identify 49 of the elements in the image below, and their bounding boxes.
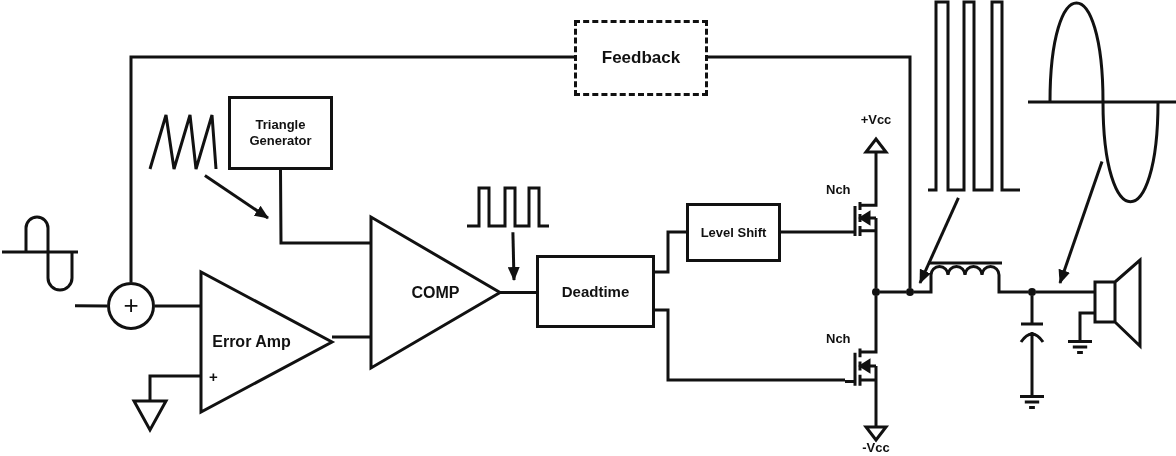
wire xyxy=(781,230,845,234)
ground-symbol xyxy=(1068,340,1092,354)
wire xyxy=(129,55,574,282)
deadtime-box: Deadtime xyxy=(536,255,655,328)
mosfet-symbol xyxy=(845,344,880,388)
capacitor-symbol xyxy=(1020,320,1044,342)
wire xyxy=(655,308,845,382)
feedback-block: Feedback xyxy=(574,20,708,96)
wire xyxy=(279,170,371,245)
comparator-triangle: COMP xyxy=(371,217,500,368)
junction-dot xyxy=(872,288,880,296)
wire xyxy=(874,153,878,198)
wire xyxy=(75,304,107,308)
wire xyxy=(1036,290,1095,294)
wire xyxy=(880,290,906,294)
junction-dot xyxy=(906,288,914,296)
ground-symbol xyxy=(134,400,166,430)
wire xyxy=(148,374,201,400)
component-label: Nch xyxy=(826,331,851,346)
wire xyxy=(655,230,686,274)
pin-label: + xyxy=(209,368,218,385)
wire xyxy=(874,388,878,426)
wire xyxy=(914,290,928,294)
sine-waveform-drawing xyxy=(1028,0,1176,202)
generator-box: Triangle Generator xyxy=(228,96,333,170)
arrow xyxy=(1058,161,1104,284)
wire xyxy=(708,55,912,288)
wire xyxy=(1030,342,1034,395)
mosfet-symbol xyxy=(845,198,880,238)
ground-symbol xyxy=(1020,395,1044,409)
wire xyxy=(1030,296,1034,320)
wire xyxy=(500,291,536,294)
wire xyxy=(874,238,878,288)
sawtooth-waveform-drawing xyxy=(148,113,220,171)
arrow xyxy=(204,174,269,220)
arrow xyxy=(918,197,960,284)
wire xyxy=(1002,290,1028,294)
junction-dot xyxy=(1028,288,1036,296)
component-label: Nch xyxy=(826,182,851,197)
inductor-symbol xyxy=(928,261,1002,294)
wire xyxy=(155,304,201,308)
wire xyxy=(332,335,371,339)
summing-junction: + xyxy=(107,282,155,330)
pulse-waveform-drawing xyxy=(928,0,1020,192)
wire xyxy=(874,296,878,344)
level-shift-box: Level Shift xyxy=(686,203,781,262)
arrow xyxy=(507,232,520,281)
wire xyxy=(1078,311,1095,340)
square-waveform-drawing xyxy=(467,186,549,228)
